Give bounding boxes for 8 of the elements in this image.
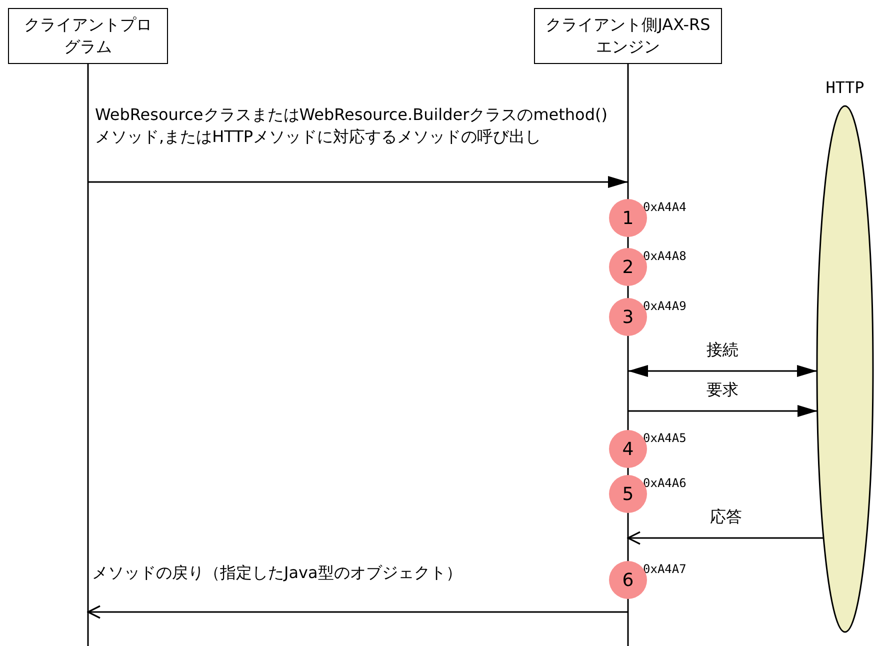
message-arrow [627, 531, 824, 545]
message-arrow [628, 365, 817, 377]
http-label: HTTP [824, 78, 866, 97]
message-arrow [87, 605, 628, 619]
participant-box: クライアントプログラム [8, 8, 168, 64]
message-arrow [88, 176, 628, 188]
participant-box: クライアント側JAX-RSエンジン [534, 8, 722, 64]
message-arrow [628, 405, 818, 417]
